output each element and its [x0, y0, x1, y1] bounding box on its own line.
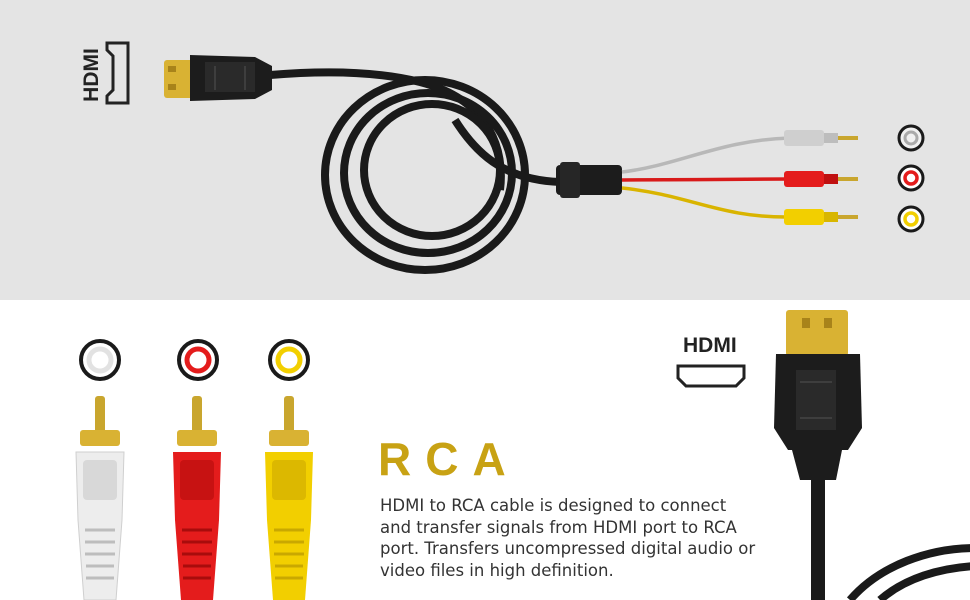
hdmi-label: HDMI [683, 334, 737, 357]
hdmi-port-icon [105, 41, 130, 105]
bottom-info-panel: HDMI RCA HDMI to RCA cable is designed t… [0, 300, 970, 600]
rca-red-ring-icon [177, 339, 219, 381]
hdmi-vertical-label: HDMI [80, 48, 103, 102]
rca-plug-white-top [784, 130, 858, 146]
rca-plug-yellow-top [784, 209, 858, 225]
rca-yellow-ring-icon [268, 339, 310, 381]
rca-plug-yellow [265, 396, 313, 600]
rca-white-port-icon [897, 124, 925, 152]
rca-red-port-icon [897, 164, 925, 192]
rca-title: RCA [378, 433, 520, 485]
hdmi-plug [164, 55, 272, 101]
cable-illustration [105, 41, 925, 274]
split-wires [621, 136, 791, 219]
product-description: HDMI to RCA cable is designed to connect… [380, 496, 756, 580]
coiled-cable [269, 68, 561, 274]
rca-plug-red-top [784, 171, 858, 187]
rca-plug-red [173, 396, 221, 600]
cable-splitter [556, 162, 622, 198]
hdmi-plug-vertical [774, 310, 862, 600]
cable-coil-corner [846, 544, 970, 600]
top-product-panel: HDMI [0, 0, 970, 300]
hdmi-port-icon-horizontal [676, 364, 746, 388]
rca-plug-white [75, 396, 125, 600]
rca-white-ring-icon [79, 339, 121, 381]
connector-illustration [75, 310, 970, 600]
rca-yellow-port-icon [897, 205, 925, 233]
